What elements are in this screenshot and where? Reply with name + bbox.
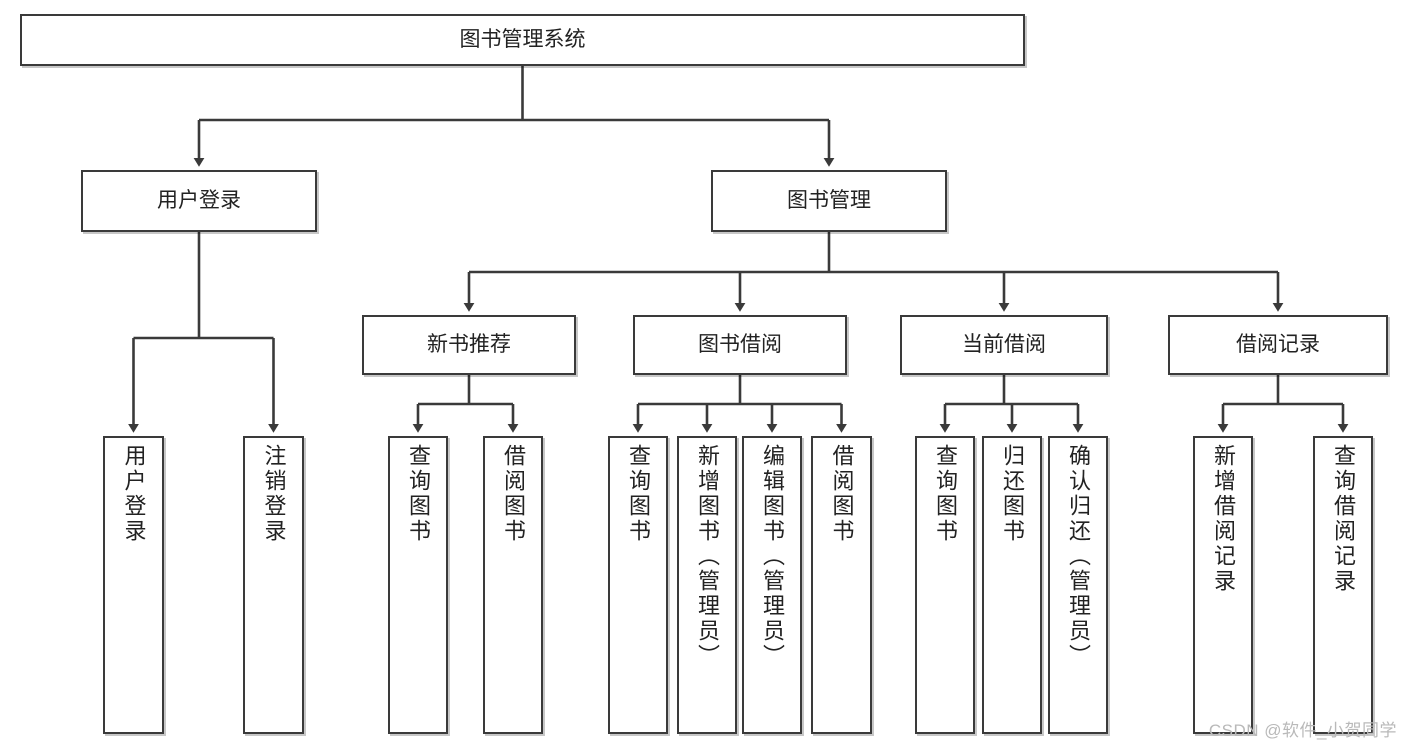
node-leaf-edit-book[interactable]: 编辑图书（管理员） bbox=[742, 436, 802, 734]
node-book-borrow[interactable]: 图书借阅 bbox=[633, 315, 847, 375]
node-label: 查询借阅记录 bbox=[1331, 444, 1356, 594]
node-label: 查询图书 bbox=[933, 444, 958, 544]
node-leaf-query-book[interactable]: 查询图书 bbox=[608, 436, 668, 734]
node-label: 当前借阅 bbox=[962, 332, 1046, 356]
node-label: 注销登录 bbox=[261, 444, 287, 544]
node-leaf-user-login[interactable]: 用户登录 bbox=[103, 436, 164, 734]
node-leaf-logout[interactable]: 注销登录 bbox=[243, 436, 304, 734]
node-leaf-borrow-book[interactable]: 借阅图书 bbox=[811, 436, 872, 734]
node-label: 新增借阅记录 bbox=[1211, 444, 1236, 594]
node-label: 用户登录 bbox=[157, 188, 241, 212]
node-current-borrow[interactable]: 当前借阅 bbox=[900, 315, 1108, 375]
node-leaf-add-record[interactable]: 新增借阅记录 bbox=[1193, 436, 1253, 734]
node-leaf-query-record[interactable]: 查询借阅记录 bbox=[1313, 436, 1373, 734]
node-label: 借阅记录 bbox=[1236, 332, 1320, 356]
node-label: 编辑图书（管理员） bbox=[760, 444, 785, 669]
node-root[interactable]: 图书管理系统 bbox=[20, 14, 1025, 66]
node-label: 新书推荐 bbox=[427, 332, 511, 356]
node-label: 归还图书 bbox=[1000, 444, 1025, 544]
node-leaf-add-book[interactable]: 新增图书（管理员） bbox=[677, 436, 737, 734]
node-label: 图书管理系统 bbox=[459, 27, 586, 51]
node-leaf-query-book-cur[interactable]: 查询图书 bbox=[915, 436, 975, 734]
node-borrow-record[interactable]: 借阅记录 bbox=[1168, 315, 1388, 375]
node-leaf-query-book-rec[interactable]: 查询图书 bbox=[388, 436, 448, 734]
node-label: 查询图书 bbox=[626, 444, 651, 544]
node-leaf-borrow-book-rec[interactable]: 借阅图书 bbox=[483, 436, 543, 734]
node-label: 新增图书（管理员） bbox=[695, 444, 720, 669]
node-user-login[interactable]: 用户登录 bbox=[81, 170, 317, 232]
node-label: 确认归还（管理员） bbox=[1066, 444, 1091, 669]
node-new-book-rec[interactable]: 新书推荐 bbox=[362, 315, 576, 375]
node-label: 查询图书 bbox=[406, 444, 431, 544]
node-leaf-return-book[interactable]: 归还图书 bbox=[982, 436, 1042, 734]
node-label: 图书管理 bbox=[787, 188, 871, 212]
node-label: 借阅图书 bbox=[829, 444, 855, 544]
node-leaf-confirm-return[interactable]: 确认归还（管理员） bbox=[1048, 436, 1108, 734]
node-label: 图书借阅 bbox=[698, 332, 782, 356]
node-book-manage[interactable]: 图书管理 bbox=[711, 170, 947, 232]
node-label: 用户登录 bbox=[121, 444, 147, 544]
node-label: 借阅图书 bbox=[501, 444, 526, 544]
